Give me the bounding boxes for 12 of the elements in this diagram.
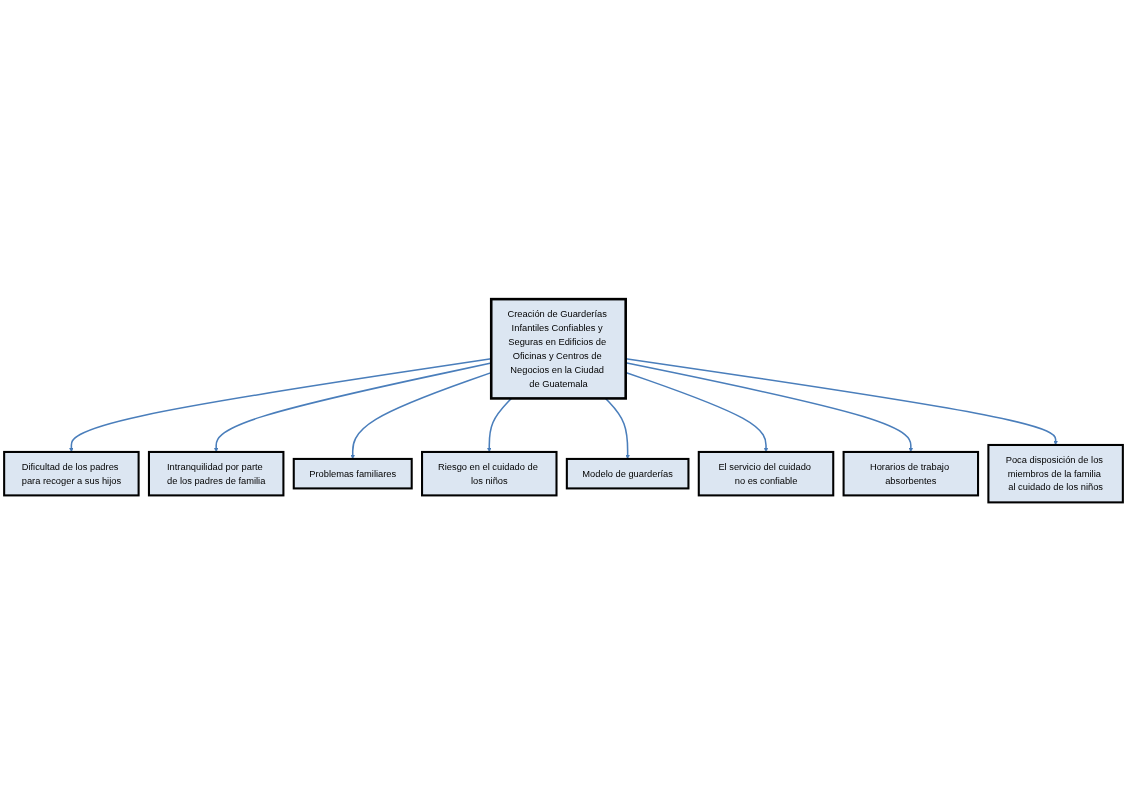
node-box: Problemas familiares [292, 457, 413, 490]
node-box: Riesgo en el cuidado de los niños [421, 450, 558, 497]
arrow [69, 357, 492, 452]
node-box: Creación de Guarderías Infantiles Confiables y Seguras en Edificios de Oficinas y Centros de Negocios en la Ciudad de Guatemala [489, 297, 627, 400]
node-box: Intranquilidad por parte de los padres de familia [147, 450, 285, 497]
node-box: Dificultad de los padres para recoger a sus hijos [3, 450, 140, 497]
node-box: El servicio del cuidado no es confiable [697, 450, 835, 497]
node-box: Horarios de trabajo absorbentes [842, 450, 980, 497]
node-box: Modelo de guarderías [565, 457, 690, 490]
arrow [350, 371, 492, 459]
arrow [213, 362, 492, 452]
node-box: Poca disposición de los miembros de la familia al cuidado de los niños [987, 443, 1124, 504]
